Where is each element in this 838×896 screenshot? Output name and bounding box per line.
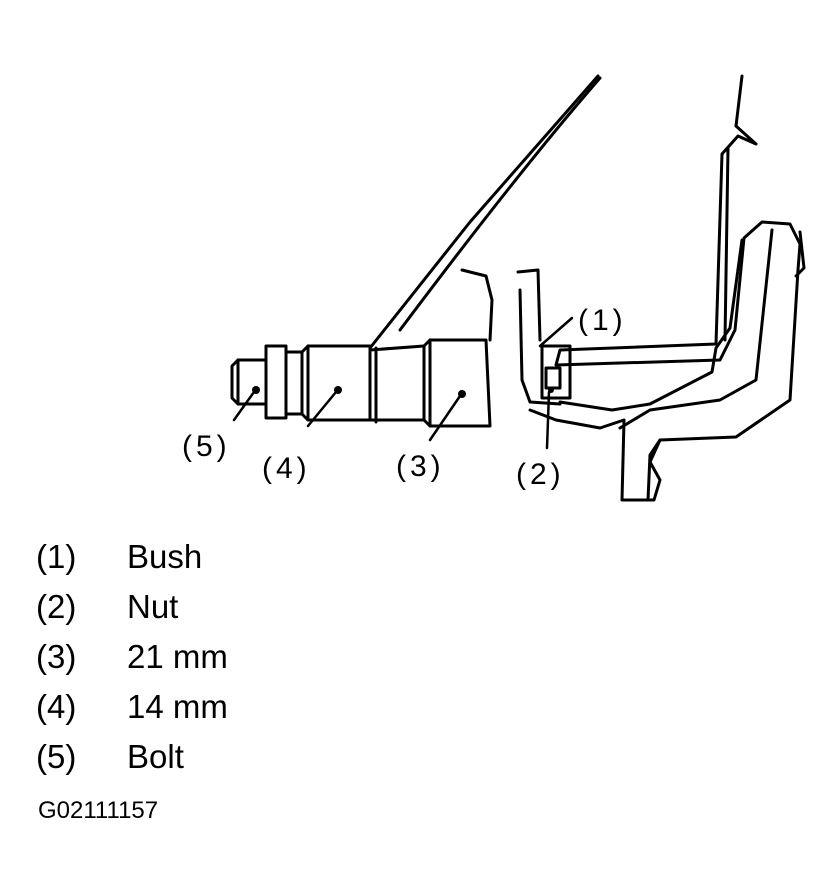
nut [540,344,572,400]
bracket-edge-2 [794,230,806,278]
socket-21mm [428,338,492,428]
callout-label-3: (3) [396,450,445,483]
leader-line-4 [306,390,338,428]
legend-item-text: 21 mm [127,638,228,675]
handle-guide [398,76,602,332]
legend-item-number: (4) [36,688,77,725]
legend-item-text: Bolt [127,738,184,775]
housing-top [460,268,494,342]
legend-item-number: (5) [36,738,77,775]
bracket-flange [558,238,744,412]
leader-line-3 [428,394,462,442]
housing-arm [516,268,542,342]
diagram-illustration: (1) (2) (3) (4) (5) [182,74,806,502]
bracket-edge [723,146,730,342]
bracket-inner [618,228,774,430]
legend-item-number: (3) [36,638,77,675]
callout-label-1: (1) [578,304,627,337]
socket-joint [284,350,304,416]
legend-item-number: (1) [36,538,77,575]
legend-item-text: Bush [127,538,203,575]
socket-14mm [306,344,372,422]
bracket-lower [646,438,662,502]
callout-label-5: (5) [182,430,231,463]
socket-21mm-shoulder [422,338,432,428]
socket-14mm-shoulder [300,344,310,422]
bolt-end [230,358,240,406]
tool-handle [368,74,600,350]
callout-label-4: (4) [262,452,311,485]
figure-code: G02111157 [38,797,159,824]
leader-line-1 [538,316,574,348]
legend-item-number: (2) [36,588,77,625]
housing-body [518,288,562,406]
socket-extension [368,344,426,422]
callout-label-2: (2) [516,458,565,491]
leader-line-2 [545,390,551,450]
leader-line-5 [232,390,256,422]
bolt-head [264,344,288,420]
nut-face [544,366,562,390]
bolt-tip [236,358,268,406]
legend-item-text: Nut [127,588,179,625]
legend-item-text: 14 mm [127,688,228,725]
bracket-outline [528,74,802,502]
